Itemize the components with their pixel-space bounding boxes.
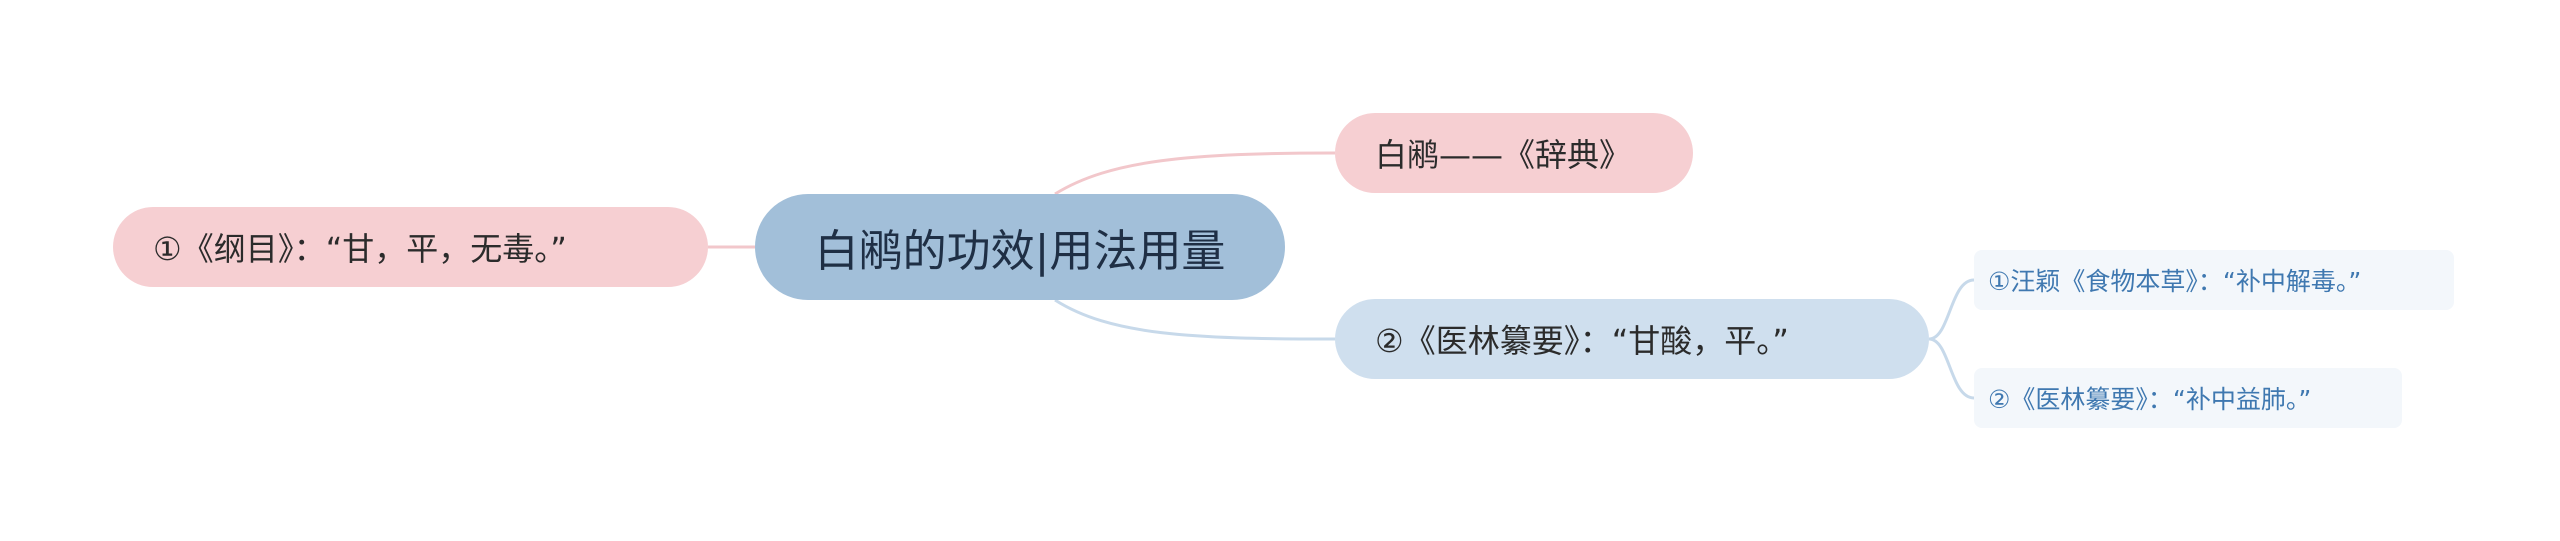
root-node-label: 白鹇的功效|用法用量 — [814, 226, 1226, 277]
leaf-node-yilin-zuanyao[interactable]: ②《医林纂要》：“补中益肺。” — [1974, 368, 2402, 428]
branch-node-label: ②《医林纂要》：“甘酸，平。” — [1375, 322, 1789, 360]
branch-node-label: ①《纲目》：“甘，平，无毒。” — [153, 230, 567, 268]
connector-root-yilin — [1054, 298, 1336, 341]
connector-yilin-leaf2 — [1928, 337, 1975, 400]
branch-node-label: 白鹇——《辞典》 — [1375, 136, 1632, 174]
leaf-node-shiwu-bencao[interactable]: ①汪颖《食物本草》：“补中解毒。” — [1974, 250, 2454, 310]
leaf-node-label: ②《医林纂要》：“补中益肺。” — [1988, 385, 2312, 414]
connector-root-dictionary — [1054, 151, 1336, 196]
branch-node-gangmu[interactable]: ①《纲目》：“甘，平，无毒。” — [113, 207, 708, 287]
branch-node-yilin[interactable]: ②《医林纂要》：“甘酸，平。” — [1335, 299, 1929, 379]
branch-node-dictionary[interactable]: 白鹇——《辞典》 — [1335, 113, 1693, 193]
leaf-node-label: ①汪颖《食物本草》：“补中解毒。” — [1988, 267, 2362, 296]
root-node[interactable]: 白鹇的功效|用法用量 — [755, 194, 1285, 300]
connector-yilin-leaf1 — [1928, 278, 1975, 341]
